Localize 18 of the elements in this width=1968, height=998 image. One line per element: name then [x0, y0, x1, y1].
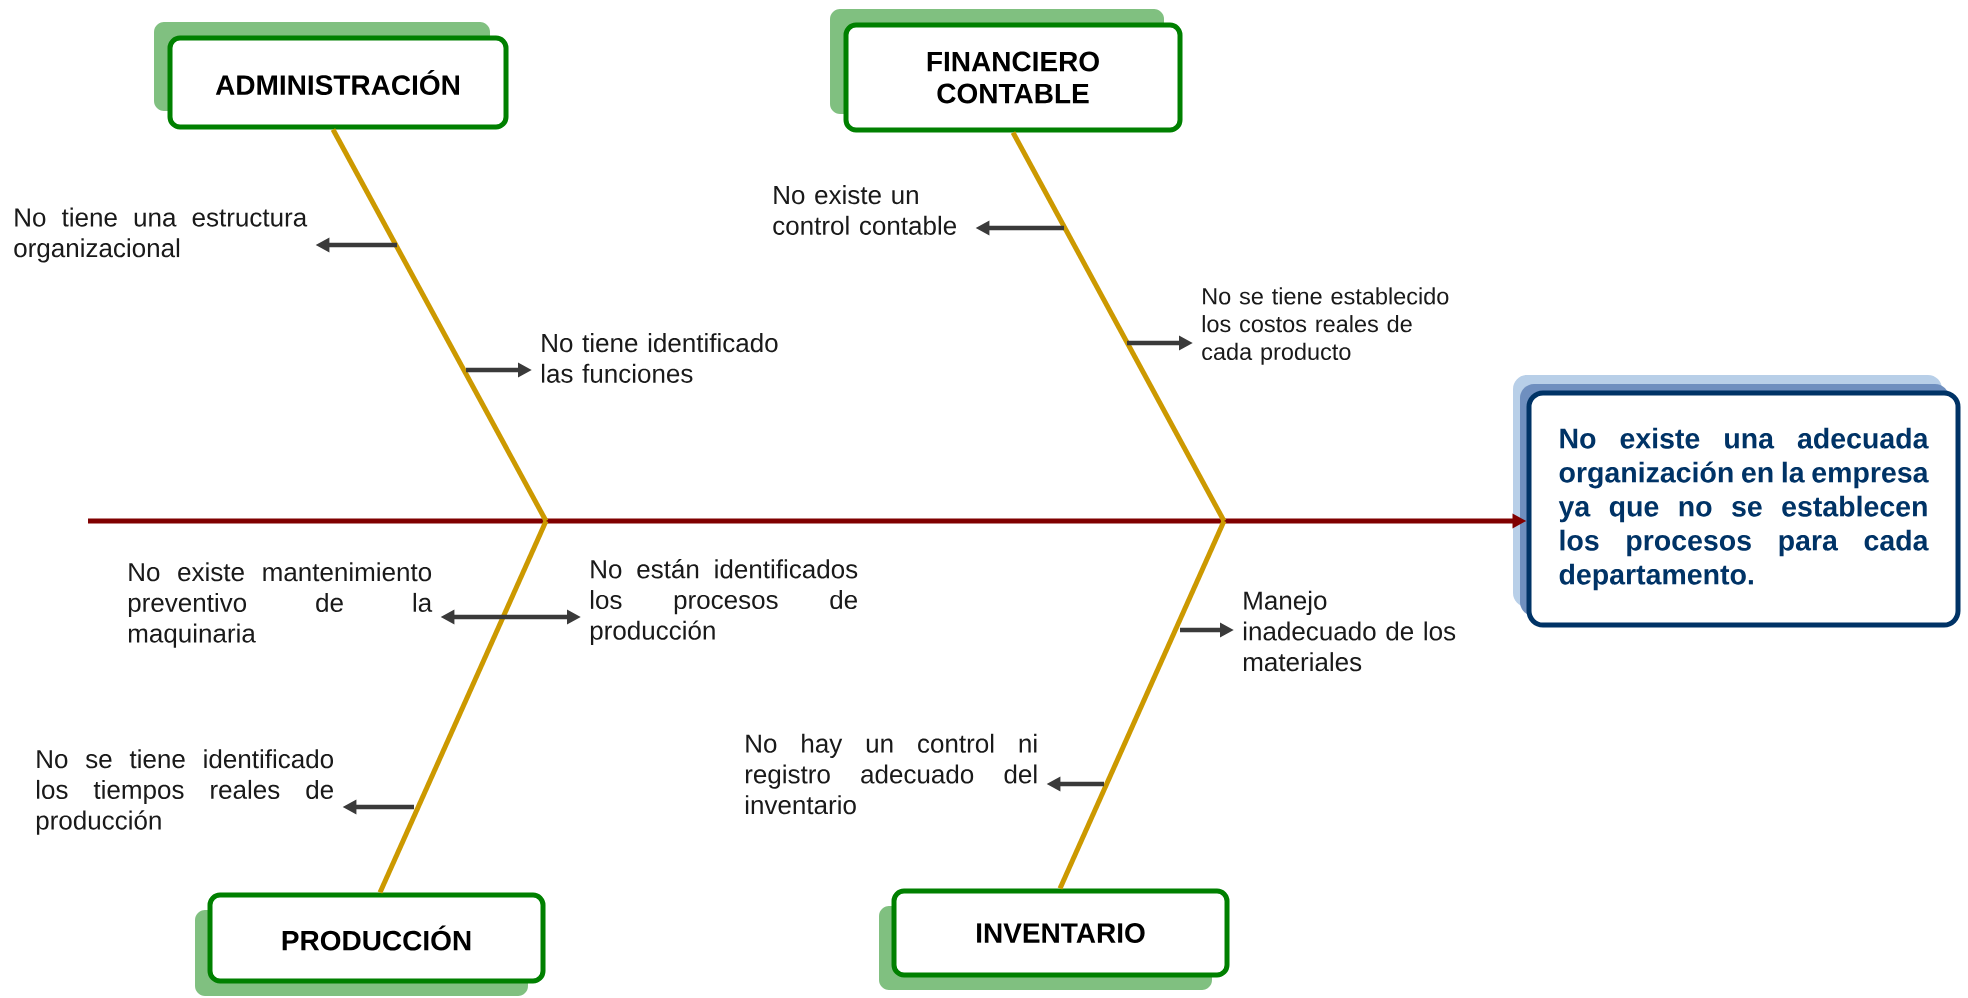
category-box: PRODUCCIÓN	[195, 892, 546, 996]
cause-text: No se tiene identificado los tiempos reales de producción	[36, 749, 334, 835]
effect-box: No existe una adecuada organización en la empresa ya que no se establecen los procesos para cada departamento.	[1513, 375, 1961, 628]
cause-text: No existe un control contable	[773, 185, 956, 235]
cause-text: No están identificados los procesos de producción	[590, 559, 858, 645]
bone-line	[1057, 519, 1227, 890]
cause-text: No hay un control ni registro adecuado del inventario	[745, 733, 1037, 815]
cause-text: No tiene identificado las funciones	[541, 333, 778, 383]
bone-line	[330, 128, 549, 523]
bone-line	[377, 520, 549, 894]
cause-text: No tiene una estructura organizacional	[14, 207, 308, 263]
category-box: ADMINISTRACIÓN	[154, 22, 509, 130]
bone-line	[1010, 131, 1227, 523]
cause-text: No se tiene establecido los costos reales de cada producto	[1202, 287, 1449, 365]
cause-text: No existe mantenimiento preventivo de la maquinaria	[128, 562, 433, 648]
cause-text: Manejo inadecuado de los materiales	[1243, 590, 1456, 672]
category-box: FINANCIERO CONTABLE	[830, 9, 1183, 133]
category-box: INVENTARIO	[879, 888, 1230, 990]
